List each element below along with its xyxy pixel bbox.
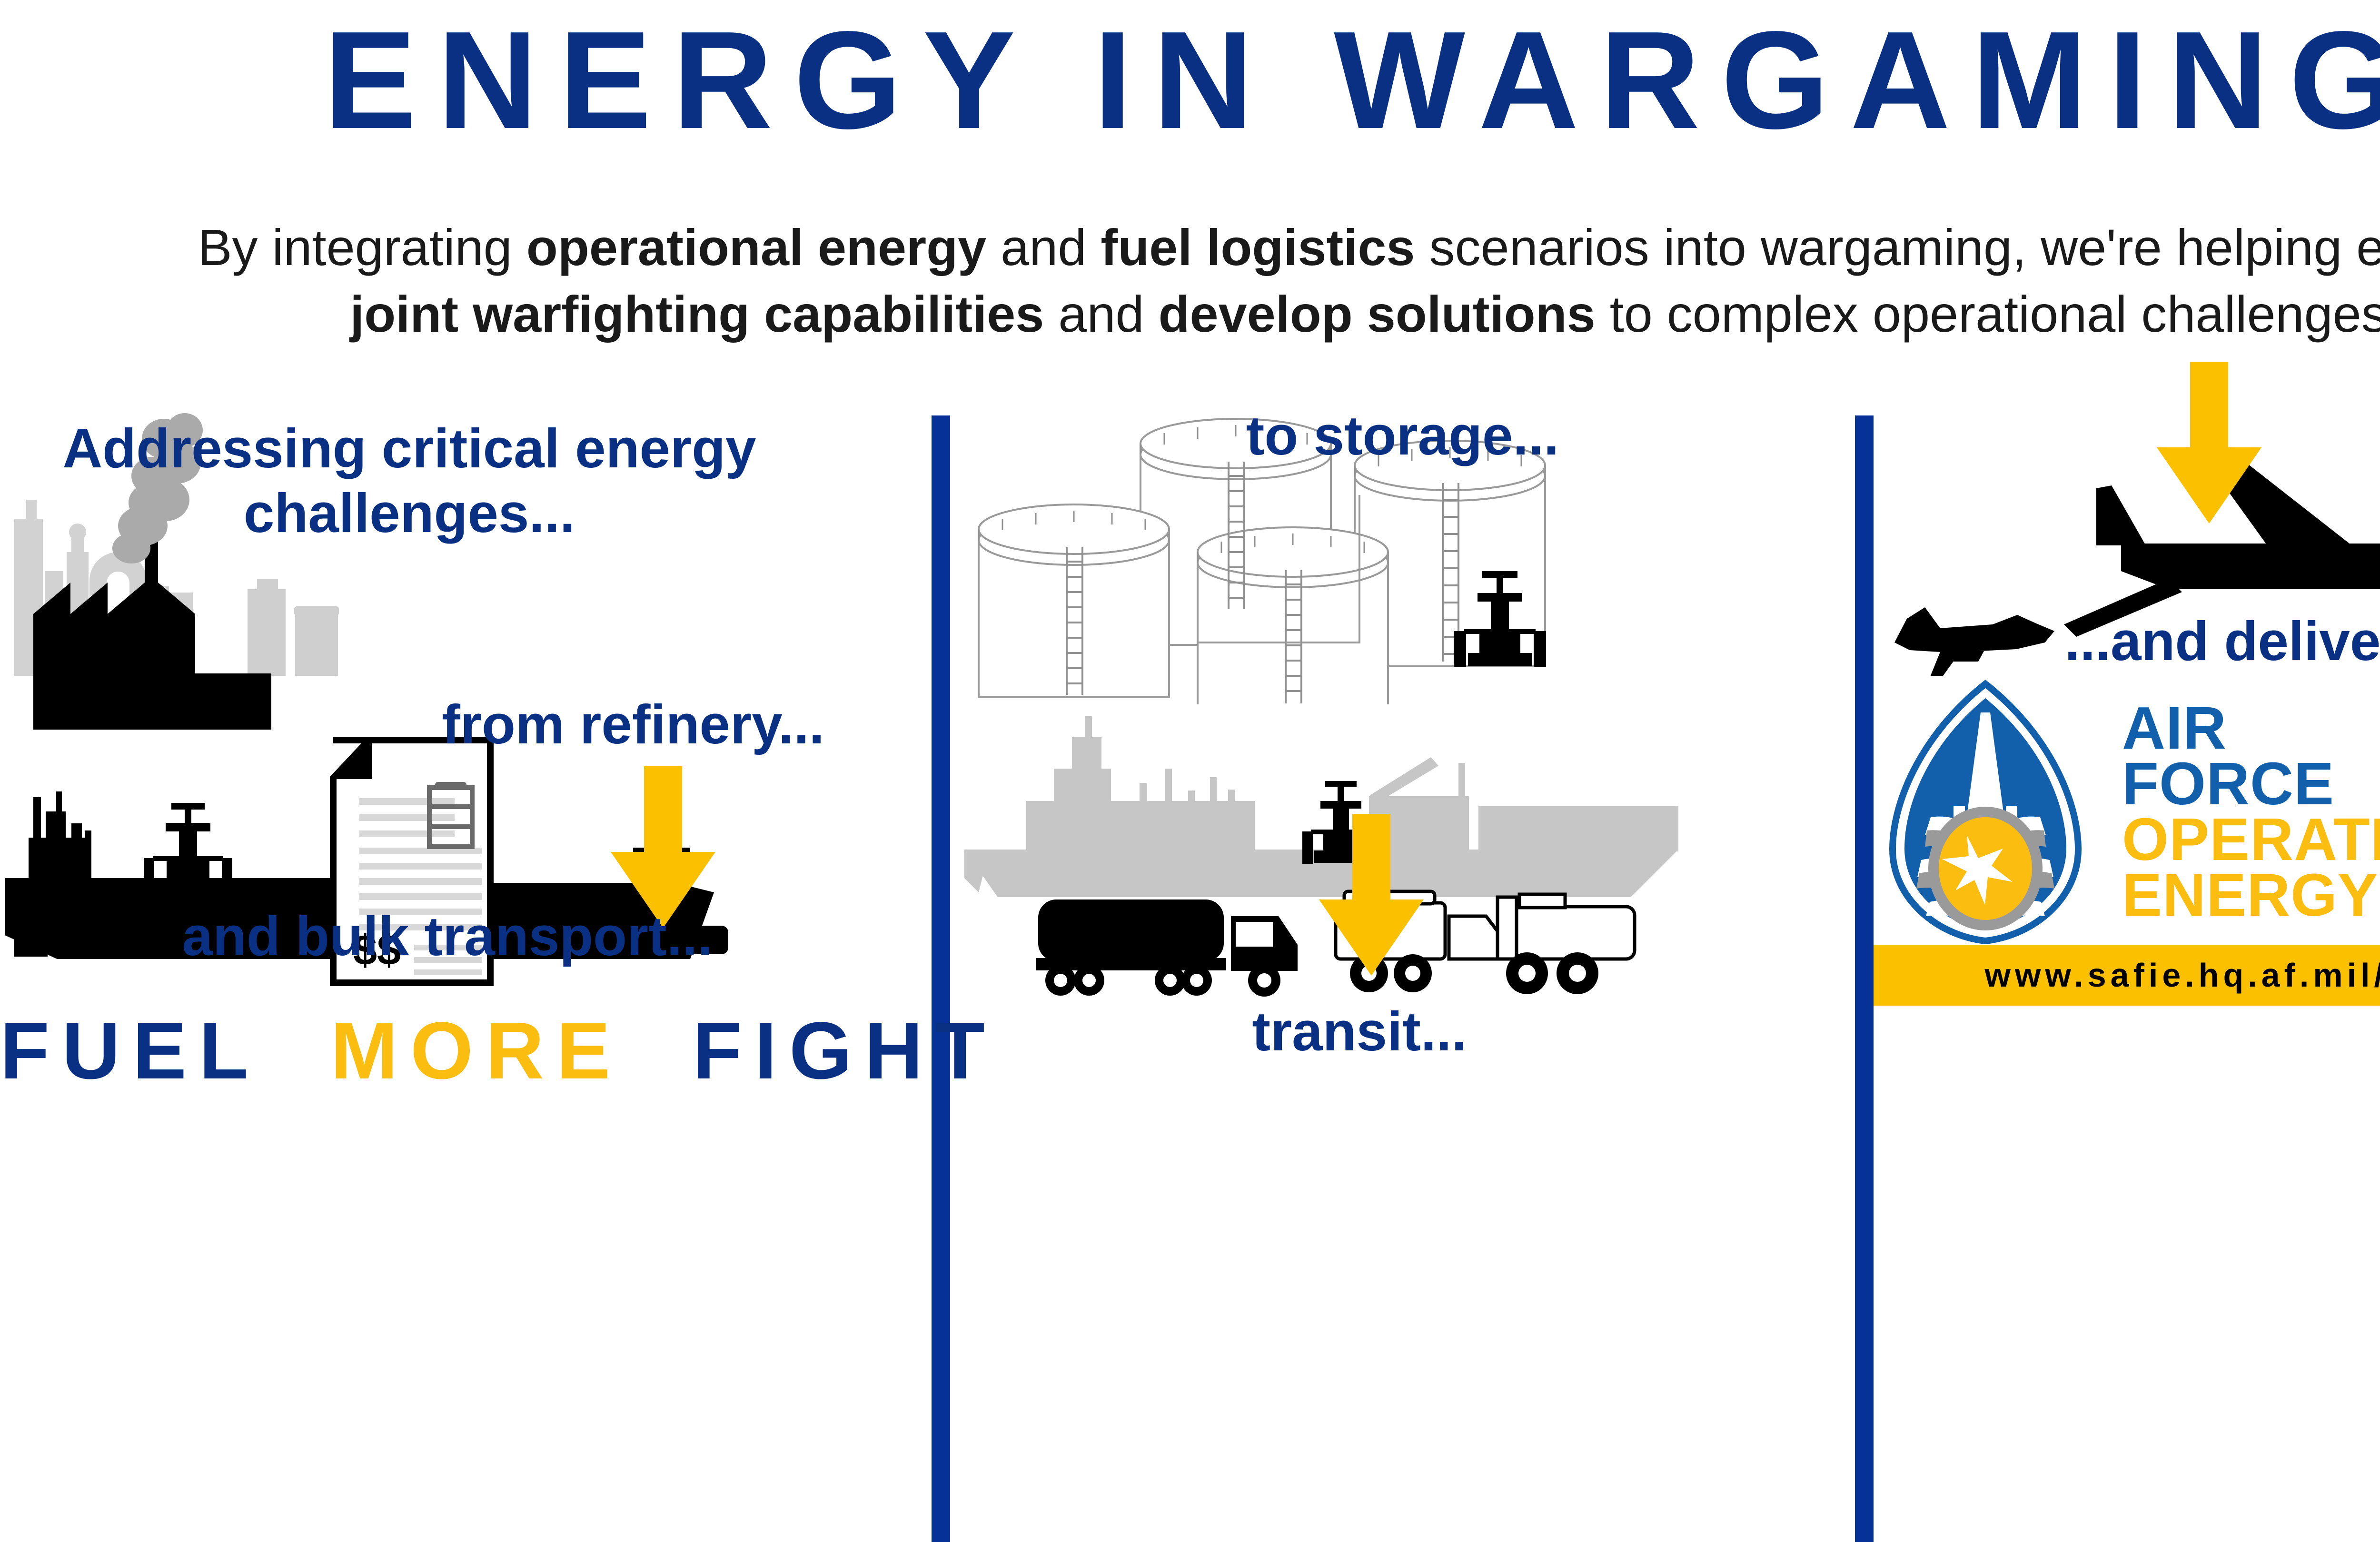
subtitle: By integrating operational energy and fu… <box>138 214 2380 348</box>
subtitle-text: to complex operational challenges. <box>1595 285 2380 343</box>
caption-addressing-challenges: Addressing critical energy challenges... <box>62 417 756 544</box>
subtitle-text: scenarios into wargaming, we're helping … <box>1429 218 2380 276</box>
tagline: FUEL MORE FIGHT <box>0 1004 985 1097</box>
invoice-icon: $$ <box>330 737 494 986</box>
tagline-word-fuel: FUEL <box>0 1006 261 1096</box>
subtitle-emphasis: fuel logistics <box>1101 218 1415 276</box>
tagline-word-fight: FIGHT <box>692 1006 997 1096</box>
caption-transit: transit... <box>1252 1000 1467 1062</box>
column-middle: to storage... <box>950 405 1855 1542</box>
subtitle-text: and <box>986 218 1101 276</box>
caption-to-storage: to storage... <box>1246 405 1559 466</box>
caption-and-delivery: ...and delivery. <box>2064 610 2380 672</box>
arrow-down-icon <box>611 766 715 928</box>
air-force-operational-energy-logo: AIR FORCE OPERATIONAL ENERGY <box>1874 678 2380 945</box>
column-right: ...and delivery. <box>1874 362 2380 1542</box>
logo-line-air: AIR <box>2122 694 2227 761</box>
naval-ship-icon <box>964 716 1678 997</box>
page-title: ENERGY IN WARGAMING <box>324 2 2380 158</box>
storage-tanks-icon <box>978 418 1546 706</box>
column-left: Addressing critical energy challenges... <box>0 409 985 1542</box>
header: ENERGY IN WARGAMING <box>0 0 2380 200</box>
caption-from-refinery: from refinery... <box>442 693 824 755</box>
tagline-word-more: MORE <box>330 1006 623 1096</box>
arrow-down-icon <box>2157 362 2261 524</box>
subtitle-text: and <box>1044 285 1159 343</box>
logo-line-energy: ENERGY <box>2122 861 2379 929</box>
subtitle-emphasis: joint warfighting capabilities <box>350 285 1044 343</box>
column-divider-right <box>1855 415 1874 1542</box>
caption-bulk-transport: and bulk transport... <box>182 905 713 967</box>
logo-line-force: FORCE <box>2122 750 2334 817</box>
refinery-icon <box>14 413 339 730</box>
valve-icon <box>1454 571 1546 667</box>
subtitle-text: By integrating <box>198 218 526 276</box>
logo-line-operational: OPERATIONAL <box>2122 806 2380 873</box>
valve-icon <box>144 803 232 893</box>
url-banner[interactable]: www.safie.hq.af.mil/OpEnergy <box>1874 945 2380 1006</box>
subtitle-emphasis: develop solutions <box>1158 285 1596 343</box>
logo-text: AIR FORCE OPERATIONAL ENERGY <box>2122 694 2380 929</box>
air-force-shield-icon <box>1889 680 2082 945</box>
invoice-amount: $$ <box>353 927 401 974</box>
column-divider-left <box>932 415 950 1542</box>
subtitle-emphasis: operational energy <box>526 218 987 276</box>
url-text: www.safie.hq.af.mil/OpEnergy <box>1984 957 2380 994</box>
tanker-ship-icon: $$ <box>5 737 728 986</box>
arrow-down-icon <box>1319 814 1424 976</box>
tanker-truck-icon <box>1036 900 1298 997</box>
